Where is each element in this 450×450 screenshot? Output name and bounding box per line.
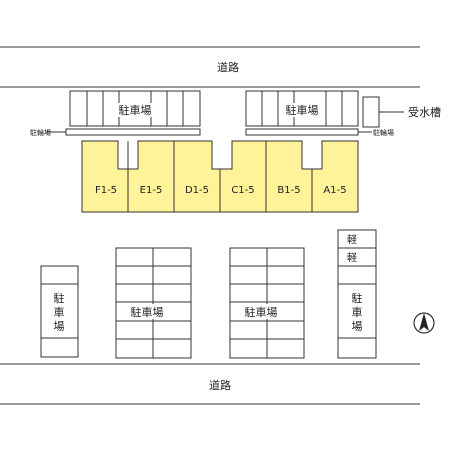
road-bottom-label: 道路 bbox=[209, 378, 231, 392]
unit-d: D1-5 bbox=[185, 185, 209, 196]
light-vehicle-label-2: 軽 bbox=[347, 252, 357, 264]
bicycle-right: 駐輪場 bbox=[245, 128, 394, 137]
parking-left-narrow-label-2: 車 bbox=[54, 305, 65, 319]
north-arrow-icon bbox=[413, 312, 435, 334]
bicycle-left-label: 駐輪場 bbox=[30, 128, 51, 137]
parking-mid-right: 駐車場 bbox=[229, 247, 305, 359]
unit-c: C1-5 bbox=[231, 185, 254, 196]
parking-left-narrow: 駐 車 場 bbox=[40, 265, 79, 358]
water-tank: 受水槽 bbox=[362, 96, 441, 128]
unit-e: E1-5 bbox=[140, 185, 163, 196]
parking-top-left-label: 駐車場 bbox=[119, 103, 152, 117]
road-top-label: 道路 bbox=[217, 60, 239, 74]
parking-top-left: 駐車場 bbox=[69, 90, 201, 127]
bicycle-left: 駐輪場 bbox=[30, 128, 201, 137]
parking-top-right-label: 駐車場 bbox=[286, 103, 319, 117]
bicycle-right-label: 駐輪場 bbox=[373, 128, 394, 137]
building: F1-5 E1-5 D1-5 C1-5 B1-5 A1-5 bbox=[81, 140, 359, 213]
parking-right-narrow-label-3: 場 bbox=[352, 320, 363, 333]
unit-f: F1-5 bbox=[95, 185, 117, 196]
parking-top-right: 駐車場 bbox=[245, 90, 359, 127]
road-top: 道路 bbox=[0, 46, 420, 88]
parking-mid-left-label: 駐車場 bbox=[131, 305, 164, 319]
parking-mid-left: 駐車場 bbox=[115, 247, 192, 359]
road-bottom: 道路 bbox=[0, 363, 420, 405]
unit-b: B1-5 bbox=[277, 185, 300, 196]
parking-mid-right-label: 駐車場 bbox=[245, 305, 278, 319]
parking-right-narrow: 軽 軽 駐 車 場 bbox=[337, 229, 377, 359]
light-vehicle-label-1: 軽 bbox=[347, 234, 357, 246]
unit-a: A1-5 bbox=[323, 185, 346, 196]
parking-right-narrow-label-1: 駐 bbox=[352, 291, 363, 305]
parking-left-narrow-label-1: 駐 bbox=[54, 291, 65, 305]
parking-right-narrow-label-2: 車 bbox=[352, 305, 363, 319]
water-tank-label: 受水槽 bbox=[408, 106, 441, 119]
parking-left-narrow-label-3: 場 bbox=[54, 320, 65, 333]
